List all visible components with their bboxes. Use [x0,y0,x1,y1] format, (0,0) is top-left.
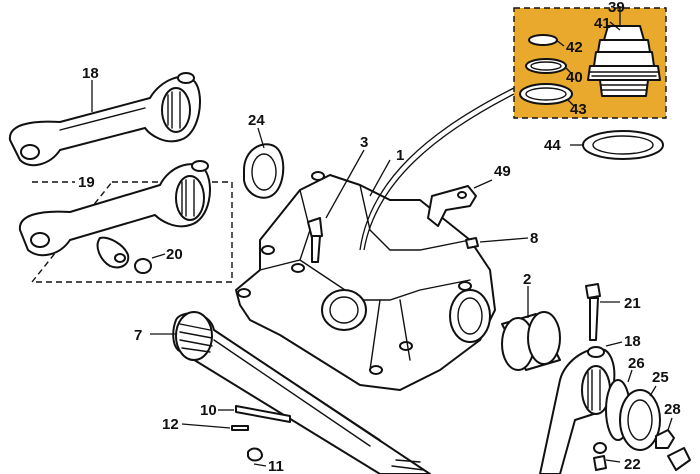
label-10: 10 [200,402,217,419]
label-11: 11 [268,458,284,474]
bush-2 [501,286,561,371]
label-21: 21 [624,295,641,312]
sector-shaft-7 [150,311,431,474]
inset-plug-assembly [513,6,667,119]
bolt-3 [307,149,365,263]
label-12: 12 [162,416,179,433]
label-18-bottom: 18 [624,333,641,350]
label-28: 28 [664,401,681,418]
pin-11 [247,447,267,467]
label-22: 22 [624,456,641,473]
label-24: 24 [248,112,265,129]
washer-44 [570,130,664,160]
pin-12 [181,423,249,431]
steering-box-housing-1 [235,159,496,391]
label-49: 49 [494,163,511,180]
label-25: 25 [652,369,669,386]
label-39: 39 [608,0,625,16]
rocker-arm-assembly-19 [18,160,233,283]
label-19: 19 [78,174,95,191]
label-3: 3 [360,134,368,151]
label-40: 40 [566,69,583,86]
label-18-top: 18 [82,65,99,82]
key-10 [218,405,291,423]
label-1: 1 [396,147,404,164]
rocker-arm-18-bottom [539,341,623,474]
label-26: 26 [628,355,645,372]
label-2: 2 [523,271,531,288]
nut-28 [655,417,675,449]
bolt-21 [585,283,620,341]
label-8: 8 [530,230,538,247]
label-42: 42 [566,39,583,56]
wire-line [359,87,515,251]
label-20: 20 [166,246,183,263]
cap-25 [619,385,661,451]
label-43: 43 [570,101,587,118]
callout-labels: 1 2 3 7 8 10 11 12 18 18 19 20 21 22 24 … [78,0,681,474]
label-44: 44 [544,137,561,154]
bracket-49 [427,179,493,227]
seal-24 [243,127,285,199]
label-7: 7 [134,327,142,344]
washer-22 [593,442,691,471]
screw-8 [465,237,529,249]
label-41: 41 [594,15,611,32]
rocker-arm-18-top [8,72,201,167]
